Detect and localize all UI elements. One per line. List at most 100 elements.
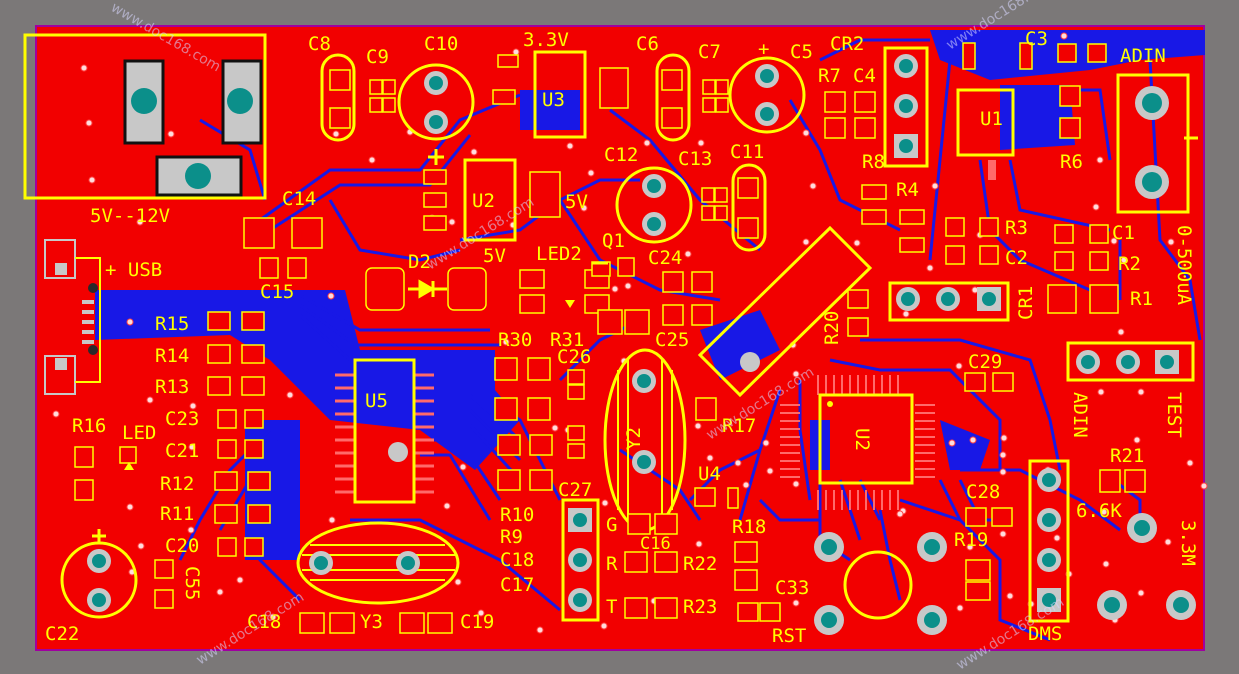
label-r2: R2 [1118,253,1141,275]
label-c15: C15 [260,281,294,303]
label-c10: C10 [424,33,458,55]
label-c13: C13 [678,148,712,170]
label-y3: Y3 [360,611,383,633]
label-c22: C22 [45,623,79,645]
label-u3: U3 [542,89,565,111]
label-c4: C4 [853,65,876,87]
label-u3-voltage: 3.3V [523,29,569,51]
label-c23: C23 [165,408,199,430]
u5-pins [335,373,434,494]
label-y2: Y2 [623,427,645,450]
dc-jack [23,33,267,200]
label-r22: R22 [683,553,717,575]
label-r8: R8 [862,151,885,173]
label-res-33m: 3.3M [1177,520,1199,566]
label-r6: R6 [1060,151,1083,173]
smd-pads [74,42,1146,634]
label-dms: DMS [1028,623,1062,645]
label-cr1: CR1 [1015,286,1037,320]
led-arrows [124,300,575,470]
label-led: LED [122,422,156,444]
label-c27: C27 [558,479,592,501]
label-plus-c5: + [758,38,769,60]
usb-connector [44,239,101,395]
label-c18-b: C18 [247,611,281,633]
label-u4: U4 [698,463,721,485]
label-r20: R20 [821,311,843,345]
label-5v-a: 5V [565,191,588,213]
mcu-pins [780,375,935,510]
label-c29: C29 [968,351,1002,373]
th-pads [87,54,1196,635]
label-r9: R9 [500,526,523,548]
bottom-traces [100,38,1202,642]
vias [52,32,1208,634]
label-u2-mcu: U2 [851,428,873,451]
label-r11: R11 [160,503,194,525]
label-c25: C25 [655,329,689,351]
label-c2: C2 [1005,247,1028,269]
label-c26: C26 [557,346,591,368]
label-c28: C28 [966,481,1000,503]
label-u2-reg: U2 [472,190,495,212]
label-pin-r: R [606,553,618,575]
regulator-u1-body [988,160,996,180]
label-c21: C21 [165,440,199,462]
label-r21: R21 [1110,445,1144,467]
label-led2: LED2 [536,243,582,265]
label-c12: C12 [604,144,638,166]
label-r4: R4 [896,179,919,201]
label-r1: R1 [1130,288,1153,310]
th-drills [92,59,1189,628]
silkscreen-text: 5V--12V + USB C8 C9 C10 3.3V U3 C6 C7 + … [45,28,1199,647]
label-cr2: CR2 [830,33,864,55]
crystal-stripes [302,358,673,581]
label-r10: R10 [500,504,534,526]
label-adin-top: ADIN [1120,45,1166,67]
label-range: 0-500uA [1173,225,1195,306]
label-c3: C3 [1025,28,1048,50]
diode-symbol [408,279,447,299]
label-r15: R15 [155,313,189,335]
label-c17: C17 [500,574,534,596]
label-test: TEST [1163,392,1185,438]
label-c20: C20 [165,535,199,557]
label-r23: R23 [683,596,717,618]
label-c18-a: C18 [500,549,534,571]
label-c14: C14 [282,188,316,210]
label-d2: D2 [408,251,431,273]
label-q1: Q1 [602,230,625,252]
label-r12: R12 [160,473,194,495]
label-r17: R17 [722,415,756,437]
label-r31: R31 [550,329,584,351]
label-r18: R18 [732,516,766,538]
label-r14: R14 [155,345,189,367]
label-c33: C33 [775,577,809,599]
mcu-pin1-marker [827,401,833,407]
polarity-marks [92,136,1198,543]
label-r19: R19 [954,529,988,551]
label-5v-b: 5V [483,245,506,267]
label-c8: C8 [308,33,331,55]
label-res-value: 6.6K [1076,500,1122,522]
label-r16: R16 [72,415,106,437]
label-rst: RST [772,625,806,647]
label-u1: U1 [980,108,1003,130]
label-usb: + USB [105,259,162,281]
label-c19: C19 [460,611,494,633]
label-c7: C7 [698,41,721,63]
label-c9: C9 [366,46,389,68]
label-c11: C11 [730,141,764,163]
label-c55: C55 [181,566,203,600]
label-r30: R30 [498,329,532,351]
label-r3: R3 [1005,217,1028,239]
label-c6: C6 [636,33,659,55]
label-r7: R7 [818,65,841,87]
label-adin-side: ADIN [1069,392,1091,438]
label-c1: C1 [1112,222,1135,244]
label-power-in: 5V--12V [90,205,170,227]
label-c16: C16 [640,534,671,554]
label-c24: C24 [648,247,682,269]
label-pin-g: G [606,514,617,536]
